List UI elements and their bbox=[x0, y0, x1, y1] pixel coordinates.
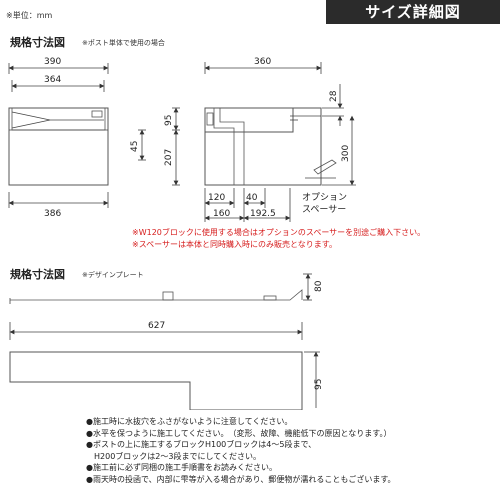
dim-360: 360 bbox=[254, 57, 271, 67]
spec-drawing-plate: 80 627 95 bbox=[9, 273, 324, 410]
spacer-label-2: スペーサー bbox=[302, 204, 346, 215]
dim-28: 28 bbox=[329, 90, 339, 102]
installation-notes: ●施工時に水抜穴をふさがないように注意してください。 ●水平を保つように施工して… bbox=[86, 416, 396, 485]
note-line: ●水平を保つように施工してください。 （変形、故障、機能低下の原因となります。） bbox=[86, 428, 392, 438]
dim-160: 160 bbox=[213, 209, 230, 219]
dim-207: 207 bbox=[164, 149, 174, 166]
spec-drawing-post: 390 364 386 95 45 207 360 28 300 120 40 … bbox=[8, 57, 356, 222]
dim-386: 386 bbox=[44, 209, 61, 219]
note-line: H200ブロックは2〜3段までにしてください。 bbox=[86, 451, 261, 461]
dim-390: 390 bbox=[44, 57, 61, 67]
dim-364: 364 bbox=[44, 75, 61, 85]
warning-w120: ※W120ブロックに使用する場合はオプションのスペーサーを別途ご購入下さい。 bbox=[132, 228, 426, 237]
dim-45: 45 bbox=[130, 141, 140, 152]
dim-40: 40 bbox=[246, 193, 258, 203]
dim-120: 120 bbox=[208, 193, 225, 203]
note-line: ●雨天時の投函で、内部に雫等が入る場合があり、郵便物が濡れることもございます。 bbox=[86, 474, 396, 484]
note-line: ●ポストの上に施工するブロックH100ブロックは4〜5段まで、 bbox=[86, 440, 317, 449]
note-line: ●施工時に水抜穴をふさがないように注意してください。 bbox=[86, 417, 293, 426]
dim-300: 300 bbox=[341, 145, 351, 162]
dim-627: 627 bbox=[148, 321, 165, 331]
section1-note: ※ポスト単体で使用の場合 bbox=[82, 39, 165, 47]
unit-label: ※単位：mm bbox=[6, 11, 53, 20]
dim-95-plate: 95 bbox=[314, 379, 324, 390]
spacer-label-1: オプション bbox=[302, 192, 347, 203]
note-line: ●施工前に必ず同梱の施工手順書をお読みください。 bbox=[86, 463, 277, 472]
section1-title: 規格寸法図 bbox=[10, 36, 65, 49]
warning-spacer: ※スペーサーは本体と同時購入時にのみ販売となります。 bbox=[132, 240, 337, 249]
section2-title: 規格寸法図 bbox=[10, 268, 65, 281]
dim-95: 95 bbox=[164, 115, 174, 126]
page-title: サイズ詳細図 bbox=[326, 0, 500, 24]
dim-80: 80 bbox=[314, 280, 324, 292]
section2-note: ※デザインプレート bbox=[82, 271, 144, 279]
dim-192-5: 192.5 bbox=[250, 209, 276, 219]
